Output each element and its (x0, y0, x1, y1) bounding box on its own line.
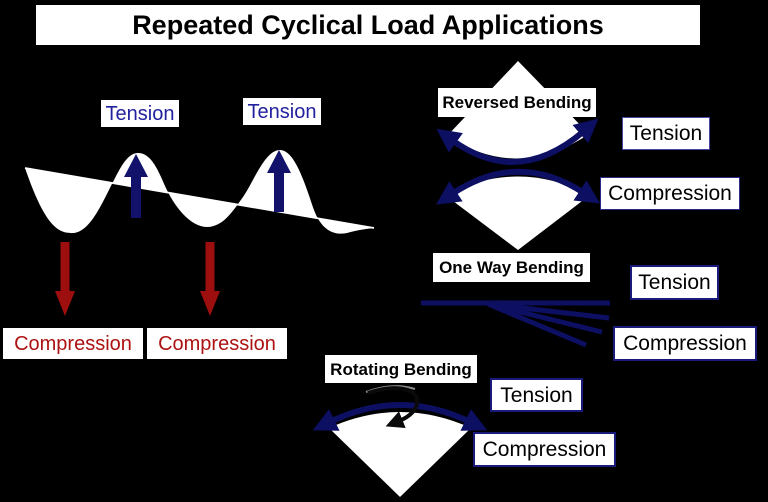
deflection-line-2 (487, 301, 603, 335)
tension-up-arrow-1 (124, 154, 148, 218)
reversed-bending-tension-label: Tension (622, 117, 710, 150)
wave-compression-label-1: Compression (3, 328, 143, 359)
compression-down-arrow-2 (200, 242, 220, 316)
neutral-axis-line (24, 167, 375, 229)
reversed-bending-arc-lower (436, 168, 601, 205)
rotating-bending-arc (312, 402, 488, 431)
reversed-bending-compression-label: Compression (600, 177, 740, 210)
rotating-bending-compression-label: Compression (473, 432, 616, 467)
deflection-line-1 (487, 301, 610, 321)
rotating-bending-title: Rotating Bending (325, 355, 477, 383)
rotation-arrow (367, 386, 420, 429)
wave-compression-label-2: Compression (147, 328, 287, 359)
one-way-bending-compression-label: Compression (613, 326, 757, 361)
wave-tension-label-1: Tension (101, 100, 179, 127)
one-way-bending-tension-label: Tension (630, 265, 719, 300)
tension-up-arrow-2 (267, 150, 291, 212)
deflection-line-3 (487, 301, 587, 348)
reversed-bending-title: Reversed Bending (438, 88, 596, 117)
rotating-bending-tension-label: Tension (490, 378, 583, 412)
compression-down-arrow-1 (55, 242, 75, 316)
diagram-title: Repeated Cyclical Load Applications (36, 5, 700, 45)
rotating-bending-fan (329, 412, 471, 497)
wave-tension-label-2: Tension (243, 98, 321, 125)
stress-wave-shape (25, 150, 374, 234)
reversed-bending-arc-upper (436, 118, 599, 165)
one-way-bending-title: One Way Bending (433, 253, 590, 282)
